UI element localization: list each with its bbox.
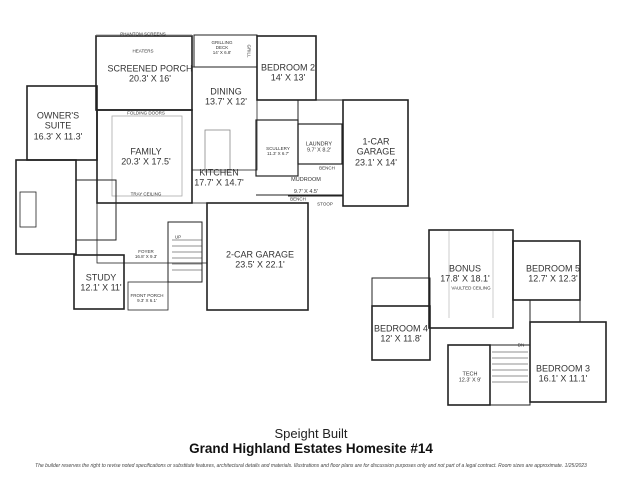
heaters-label: HEATERS [132, 48, 154, 54]
room-size: 9.3' X 6.1' [137, 298, 157, 303]
room-size: 16.1' X 11.1' [538, 374, 588, 384]
room-name: BEDROOM 5 [525, 263, 581, 274]
room-tech: TECH 12.3' X 9' [459, 372, 482, 385]
room-name: SCULLERY [266, 145, 290, 151]
room-name: SCREENED PORCH [107, 63, 193, 74]
room-size: 12.1' X 11' [80, 283, 122, 293]
room-family: FAMILY 20.3' X 17.5' [121, 147, 170, 168]
room-name: BEDROOM 2 [260, 62, 316, 73]
room-name: 2-CAR GARAGE [225, 249, 295, 260]
room-size: 13.7' X 12' [205, 97, 247, 107]
room-size: 9.7' X 4.5' [293, 189, 319, 195]
main-stairs [172, 239, 202, 271]
upper-floor-walls [371, 229, 607, 406]
vaulted-ceiling-label: VAULTED CEILING [451, 285, 491, 291]
floor-plan-walls [15, 34, 607, 406]
stoop-label: STOOP [317, 201, 333, 207]
phantom-screens-label: PHANTOM SCREENS [120, 31, 166, 37]
room-size: 12.7' X 12.3' [528, 274, 578, 284]
main-floor-walls [15, 34, 409, 311]
room-size: 9.7' X 8.2' [306, 148, 332, 154]
room-name: FAMILY [130, 146, 162, 157]
tray-ceiling-label: TRAY CEILING [130, 191, 162, 197]
room-size: 20.3' X 16' [129, 74, 171, 84]
room-bedroom-4: BEDROOM 4 12' X 11.8' [374, 324, 428, 345]
room-foyer: FOYER 16.8' X 9.3' [135, 249, 157, 259]
room-owners-suite: OWNER'S SUITE 16.3' X 11.3' [28, 110, 88, 141]
room-name: 1-CAR GARAGE [356, 136, 396, 157]
room-name: GRILLING DECK [211, 40, 233, 51]
room-size: 14' X 13' [270, 73, 306, 83]
room-name: BONUS [448, 263, 482, 274]
room-name: BEDROOM 4 [373, 323, 429, 334]
room-scullery: SCULLERY 11.3' X 6.7' [266, 146, 290, 156]
room-name: FOYER [138, 248, 154, 254]
room-bedroom-2: BEDROOM 2 14' X 13' [261, 63, 315, 84]
room-name: TECH [462, 371, 478, 378]
room-2-car-garage: 2-CAR GARAGE 23.5' X 22.1' [226, 250, 294, 271]
room-bedroom-5: BEDROOM 5 12.7' X 12.3' [526, 264, 580, 285]
room-name: OWNER'S SUITE [36, 110, 80, 131]
room-dining: DINING 13.7' X 12' [205, 87, 247, 108]
room-1-car-garage: 1-CAR GARAGE 23.1' X 14' [351, 136, 401, 167]
room-size: 12' X 11.8' [380, 334, 422, 344]
room-name: FRONT PORCH [130, 292, 164, 298]
room-size: 23.5' X 22.1' [235, 260, 285, 270]
room-size: 14' X 6.8' [212, 50, 232, 56]
room-name: BEDROOM 3 [535, 363, 591, 374]
room-size: 16.3' X 11.3' [33, 131, 83, 142]
room-name: KITCHEN [199, 167, 239, 178]
room-laundry: LAUNDRY 9.7' X 8.2' [306, 142, 332, 155]
room-grilling-deck: GRILLING DECK 14' X 6.8' [205, 40, 239, 56]
room-size: 23.1' X 14' [355, 157, 397, 168]
room-study: STUDY 12.1' X 11' [80, 273, 121, 294]
plan-title: Grand Highland Estates Homesite #14 [189, 441, 433, 456]
disclaimer: The builder reserves the right to revise… [35, 463, 587, 469]
room-name: STUDY [85, 272, 117, 283]
stairs-down-label: DN [517, 342, 525, 348]
room-size: 11.3' X 6.7' [267, 151, 289, 156]
bench-label: BENCH [319, 165, 335, 171]
room-mudroom: MUDROOM 9.7' X 4.5' [291, 174, 321, 198]
room-size: 20.3' X 17.5' [121, 157, 171, 167]
room-bedroom-3: BEDROOM 3 16.1' X 11.1' [536, 364, 590, 385]
bench-label: BENCH [290, 196, 306, 202]
room-size: 17.8' X 18.1' [440, 274, 490, 284]
room-size: 17.7' X 14.7' [194, 178, 244, 188]
room-name: MUDROOM [291, 176, 321, 183]
room-name: LAUNDRY [305, 141, 333, 148]
stairs-up-label: UP [174, 234, 182, 240]
room-screened-porch: SCREENED PORCH 20.3' X 16' [107, 64, 192, 85]
room-name: DINING [210, 86, 242, 97]
room-size: 16.8' X 9.3' [134, 254, 158, 259]
grill-label: GRILL [246, 44, 252, 58]
room-front-porch: FRONT PORCH 9.3' X 6.1' [131, 293, 164, 303]
room-bonus: BONUS 17.8' X 18.1' [440, 264, 489, 285]
folding-doors-label: FOLDING DOORS [127, 110, 165, 116]
room-size: 12.3' X 9' [458, 378, 482, 384]
builder-name: Speight Built [274, 426, 348, 441]
room-kitchen: KITCHEN 17.7' X 14.7' [194, 168, 243, 189]
